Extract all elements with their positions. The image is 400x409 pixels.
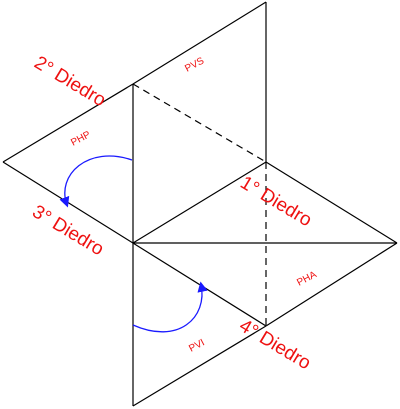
label-plane-php: PHP — [69, 129, 93, 149]
label-diedro-1: 1° Diedro — [236, 172, 315, 231]
label-diedro-4: 4° Diedro — [235, 315, 314, 374]
vertical-plane-top-edge — [132, 1, 267, 85]
rotation-arrow-upper — [59, 155, 133, 208]
label-plane-pvs: PVS — [183, 55, 206, 74]
label-plane-pvi: PVI — [187, 337, 206, 354]
horizontal-plane-lower-left-edge — [2, 161, 267, 327]
hidden-edge-top — [132, 83, 267, 163]
hidden-edges — [132, 83, 267, 326]
horizontal-plane — [2, 83, 398, 327]
vertical-plane-bottom-edge — [132, 325, 267, 407]
label-diedro-2: 2° Diedro — [30, 52, 109, 111]
horizontal-plane-upper-right-edge — [265, 161, 398, 244]
rotation-arrows — [59, 155, 208, 333]
horizontal-plane-lower-right-edge — [265, 242, 398, 327]
label-diedro-3: 3° Diedro — [28, 201, 107, 260]
ground-line — [132, 161, 267, 244]
horizontal-plane-upper-left-edge — [2, 83, 134, 163]
vertical-plane — [132, 1, 267, 407]
rotation-arrow-lower — [132, 281, 208, 333]
label-plane-pha: PHA — [295, 269, 319, 289]
